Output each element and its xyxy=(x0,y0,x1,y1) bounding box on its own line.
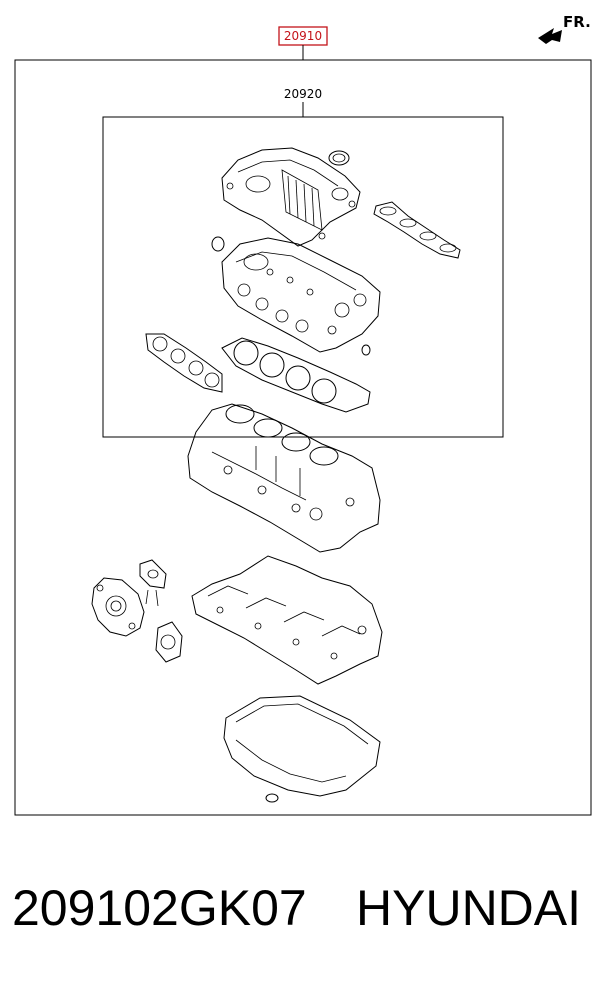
water-housing-gasket-drawing xyxy=(139,559,167,607)
cylinder-head-gasket-drawing xyxy=(221,337,371,413)
flange-gasket-drawing xyxy=(155,621,183,663)
brand-caption: HYUNDAI xyxy=(356,880,582,936)
water-housing-drawing xyxy=(91,577,145,637)
callout-gasket-set-number[interactable]: 20920 xyxy=(284,87,322,101)
o-ring-drawing xyxy=(211,236,225,252)
cylinder-head-drawing xyxy=(221,237,381,353)
drain-plug-gasket-drawing xyxy=(265,793,279,803)
oil-cap-seal-drawing xyxy=(328,150,350,166)
exhaust-manifold-gasket-drawing xyxy=(145,333,223,393)
gasket-set-frame xyxy=(102,116,504,438)
callout-kit-number[interactable]: 20910 xyxy=(284,29,322,43)
oil-pan-drawing xyxy=(223,695,381,797)
lower-crankcase-drawing xyxy=(191,555,383,685)
cylinder-block-drawing xyxy=(187,403,381,553)
direction-label: FR. xyxy=(563,13,591,31)
plug-seal-drawing xyxy=(361,344,371,356)
part-number-caption: 209102GK07 xyxy=(12,880,307,936)
intake-manifold-gasket-drawing xyxy=(373,201,461,259)
cylinder-head-cover-drawing xyxy=(221,147,361,247)
front-direction-arrow-icon xyxy=(538,28,562,44)
kit-frame xyxy=(14,59,592,816)
